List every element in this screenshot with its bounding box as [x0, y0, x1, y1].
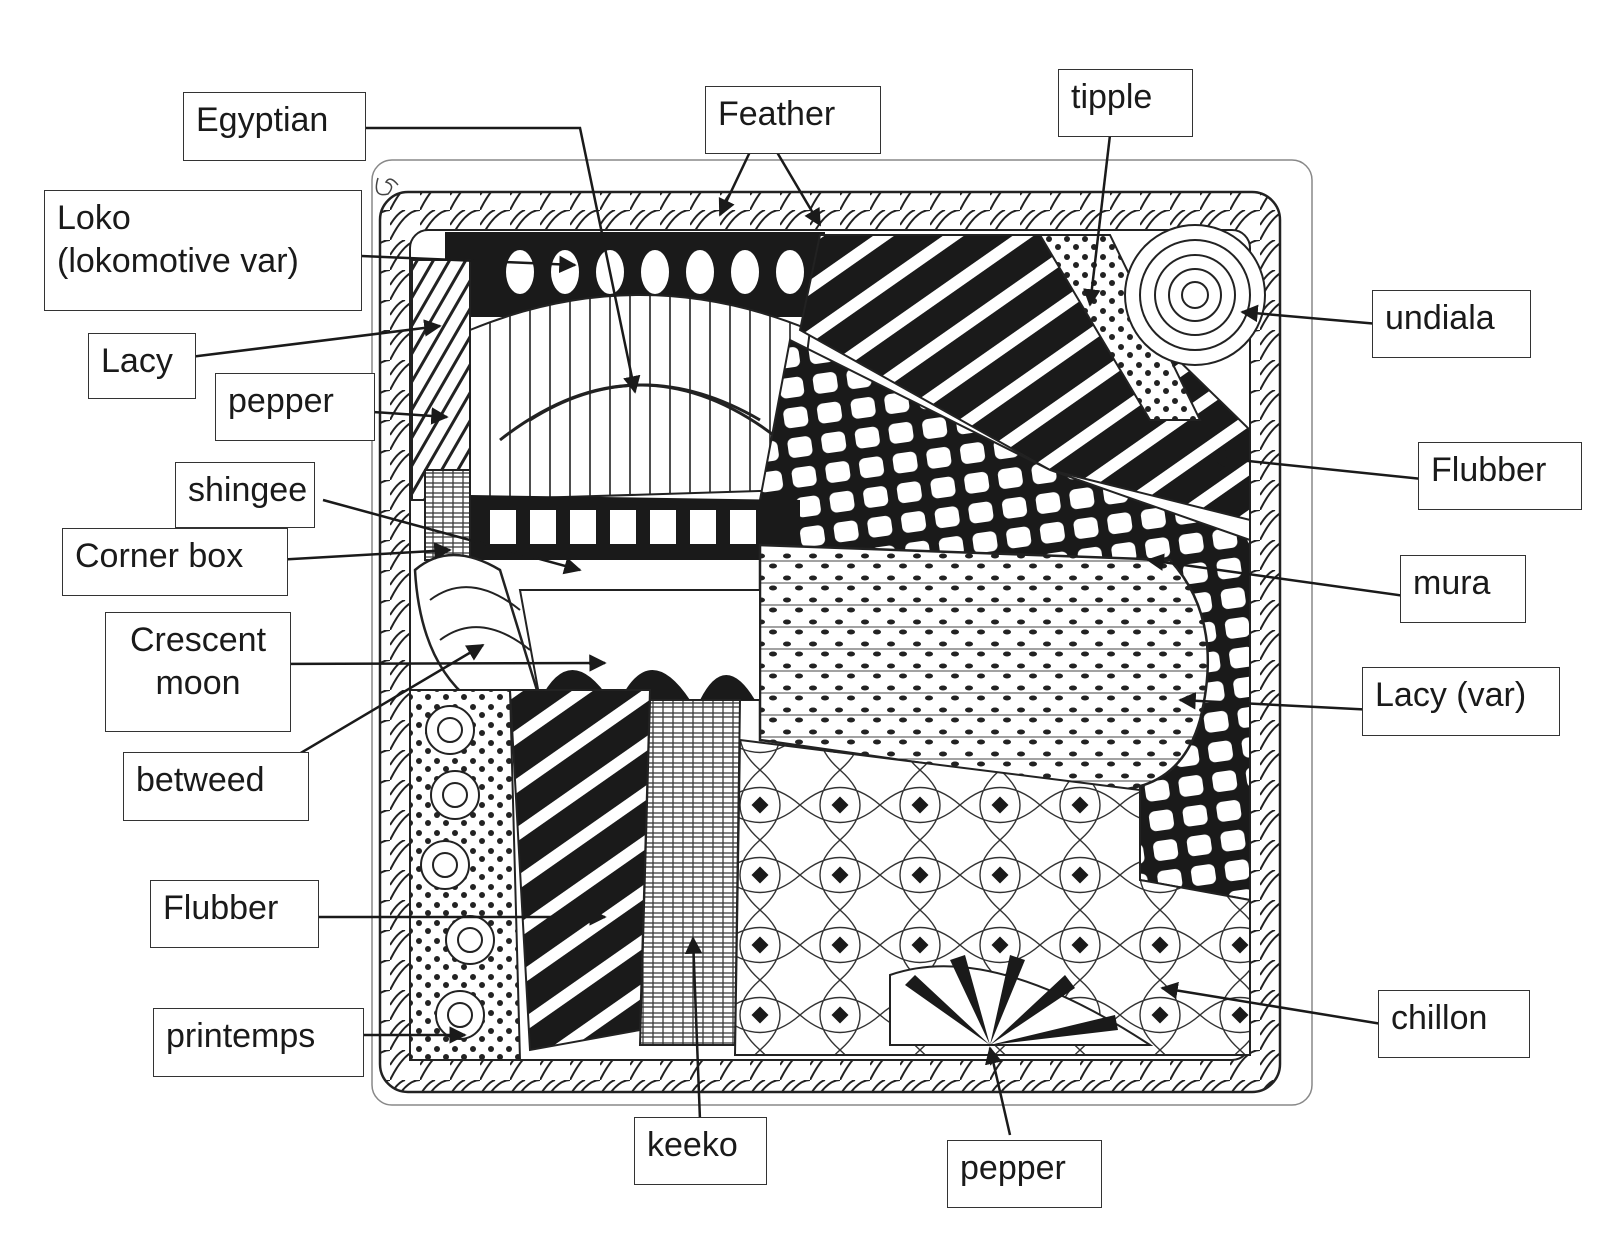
- label-crescent-line2: moon: [155, 663, 241, 702]
- label-betweed: betweed: [123, 752, 309, 821]
- label-egyptian: Egyptian: [183, 92, 366, 161]
- flubber-left-region: [508, 689, 652, 1052]
- leader-flubber-right: [1208, 449, 1433, 482]
- label-chillon: chillon: [1378, 990, 1530, 1058]
- label-lacy-var: Lacy (var): [1362, 667, 1560, 736]
- egyptian-arc-region: [469, 294, 812, 502]
- leader-chillon: [1160, 981, 1389, 1027]
- leader-mura: [1146, 553, 1413, 599]
- leader-undiala: [1240, 304, 1391, 327]
- label-loko-line1: Loko: [57, 199, 131, 237]
- leader-corner-box: [274, 542, 452, 562]
- printemps-spirals: [420, 705, 495, 1040]
- chillon-region: [733, 738, 1251, 1056]
- label-lacy: Lacy: [88, 333, 196, 399]
- label-corner-box: Corner box: [62, 528, 288, 596]
- label-printemps: printemps: [153, 1008, 364, 1077]
- lacy-left-region: [411, 259, 471, 501]
- keeko-region: [638, 699, 742, 1046]
- leader-keeko: [684, 936, 703, 1121]
- label-shingee: shingee: [175, 462, 315, 528]
- label-undiala: undiala: [1372, 290, 1531, 358]
- pepper-bottom-petals: [905, 955, 1118, 1045]
- leader-shingee: [322, 498, 582, 575]
- leader-lacy: [189, 319, 442, 359]
- label-mura: mura: [1400, 555, 1526, 623]
- leader-egyptian: [363, 126, 641, 394]
- label-tipple: tipple: [1058, 69, 1193, 137]
- lacy-var-region: [758, 543, 1210, 792]
- label-feather: Feather: [705, 86, 881, 154]
- label-flubber-right: Flubber: [1418, 442, 1582, 510]
- leader-lacy-var: [1178, 692, 1376, 712]
- label-flubber-left: Flubber: [150, 880, 319, 948]
- shingee-boxes: [490, 510, 756, 544]
- label-crescent-moon: Crescent moon: [105, 612, 291, 732]
- leader-pepper-bottom: [985, 1046, 1012, 1136]
- label-loko-line2: (lokomotive var): [57, 241, 299, 280]
- undiala-spiral: [1124, 224, 1266, 366]
- scribble-mark: [375, 177, 399, 196]
- label-pepper-left: pepper: [215, 373, 375, 441]
- label-keeko: keeko: [634, 1117, 767, 1185]
- corner-box-region: [424, 469, 471, 561]
- leader-tipple: [1083, 134, 1112, 307]
- label-loko: Loko (lokomotive var): [44, 190, 362, 311]
- tipple-region: [1038, 234, 1202, 421]
- leader-crescent: [257, 654, 607, 672]
- tangle-regions: [375, 177, 1266, 1061]
- label-crescent-line1: Crescent: [129, 621, 267, 659]
- label-pepper-bottom: pepper: [947, 1140, 1102, 1208]
- leader-betweed: [271, 643, 485, 772]
